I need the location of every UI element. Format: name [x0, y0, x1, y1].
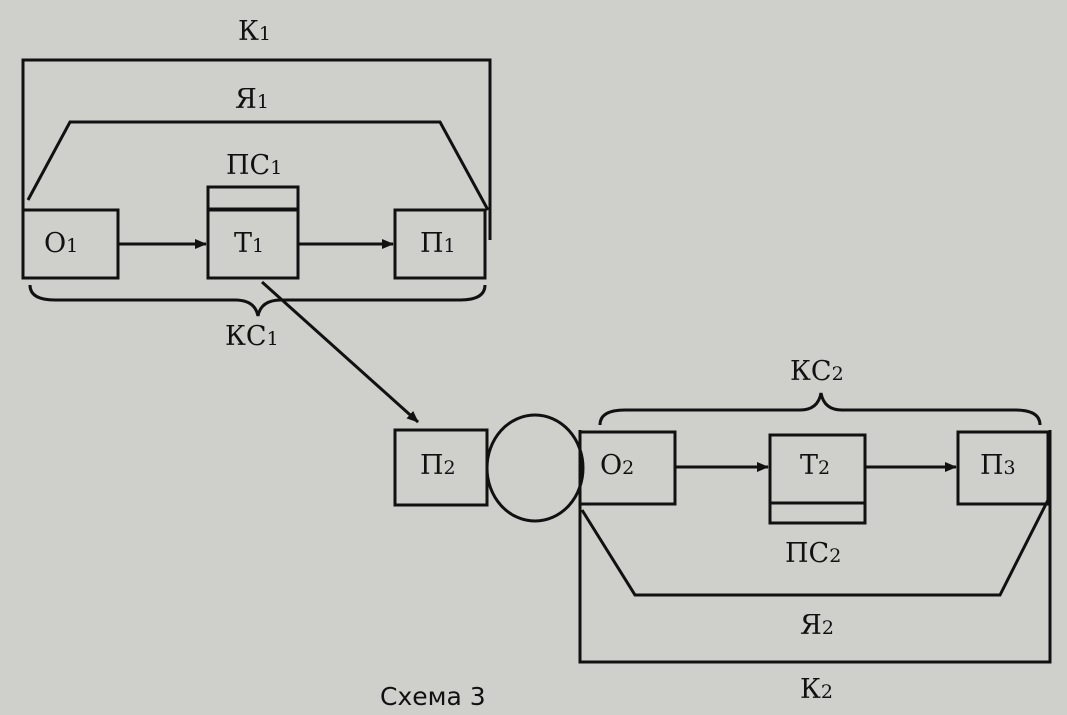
interface-circle: [485, 413, 585, 523]
label-k2: К2: [800, 674, 833, 705]
ya2-trapezoid: [580, 499, 1050, 597]
label-t2: Т2: [800, 450, 831, 481]
kc1-brace: [28, 284, 487, 317]
diagram-caption: Схема 3: [380, 682, 486, 711]
label-p3: П3: [980, 450, 1016, 481]
kc2-brace: [598, 392, 1042, 426]
label-ya1: Я1: [235, 84, 269, 115]
ps1-box: [206, 185, 300, 211]
label-p2: П2: [420, 450, 456, 481]
label-p1: П1: [420, 228, 456, 259]
label-t1: Т1: [234, 228, 265, 259]
label-ps2: ПС2: [785, 538, 842, 569]
arrow-t1-p2: [260, 280, 420, 424]
k2-frame: [578, 430, 1052, 664]
label-o2: О2: [600, 450, 635, 481]
label-ya2: Я2: [800, 610, 834, 641]
k1-frame: [21, 58, 492, 240]
ps2-box: [768, 501, 867, 525]
box-p1: [393, 208, 487, 280]
label-kc2: КС2: [790, 356, 844, 387]
label-o1: О1: [44, 228, 79, 259]
label-ps1: ПС1: [226, 150, 283, 181]
label-kc1: КС1: [225, 321, 279, 352]
label-k1: К1: [238, 16, 271, 47]
box-p3: [956, 430, 1050, 506]
ya1-trapezoid: [26, 120, 490, 211]
